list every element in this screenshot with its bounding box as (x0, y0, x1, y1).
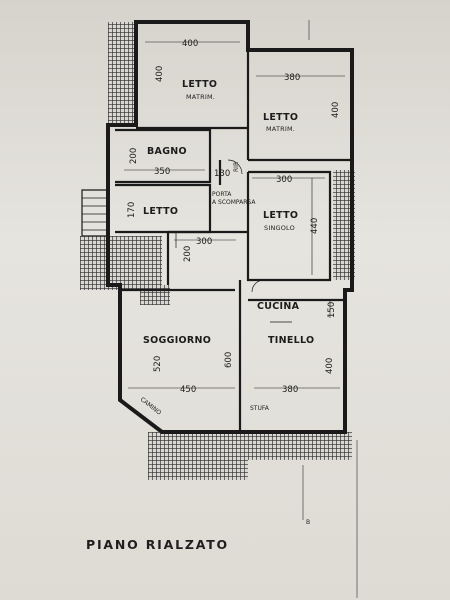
dim-hall-depth: 200 (183, 246, 193, 262)
room-letto-matrimoniale-1-label: LETTO (182, 79, 217, 90)
room-letto-matrimoniale-2-sub: MATRIM. (266, 125, 295, 133)
note-camino: CAMINO (139, 396, 163, 417)
hatched-stair (140, 285, 170, 305)
room-letto-singolo-label: LETTO (263, 210, 298, 221)
dim-letto-2-width: 380 (284, 73, 300, 83)
section-label: B (306, 519, 310, 526)
hatched-terrace-south-east (248, 432, 352, 460)
dim-soggiorno-depth: 520 (153, 356, 163, 372)
dim-hall-width: 300 (196, 237, 212, 247)
dim-cucina-depth: 150 (327, 302, 337, 318)
note-porta-line2: A SCOMPARSA (212, 199, 256, 206)
room-letto-label: LETTO (143, 206, 178, 217)
dim-tinello-depth: 400 (325, 358, 335, 374)
dim-letto-1-width: 400 (182, 39, 198, 49)
room-letto-matrimoniale-1-sub: MATRIM. (186, 93, 215, 101)
hatched-block-east (333, 170, 355, 280)
exterior-walls (106, 20, 354, 434)
room-letto-matrimoniale-2-label: LETTO (263, 112, 298, 123)
hatched-block-north-west (108, 22, 136, 125)
dim-soggiorno-width: 450 (180, 385, 196, 395)
floor-title: PIANO RIALZATO (86, 537, 229, 552)
note-stufa: STUFA (250, 405, 270, 412)
room-letto-singolo-sub: SINGOLO (264, 224, 295, 232)
entrance-stair (81, 189, 109, 237)
dim-letto-depth: 170 (127, 202, 137, 218)
hatched-block-west (80, 236, 162, 290)
dim-letto-1-depth: 400 (155, 66, 165, 82)
dim-letto-2-depth: 400 (331, 102, 341, 118)
interior-walls (115, 50, 352, 432)
room-tinello-label: TINELLO (268, 335, 314, 346)
room-bagno-label: BAGNO (147, 146, 187, 157)
dim-singolo-width: 300 (276, 175, 292, 185)
dim-corridor-130: 130 (214, 169, 230, 179)
dim-bagno-width: 350 (154, 167, 170, 177)
room-cucina-label: CUCINA (257, 301, 300, 312)
dim-tinello-width: 380 (282, 385, 298, 395)
note-porta-line1: PORTA (212, 191, 232, 198)
hatched-terrace-south (148, 432, 248, 480)
dimension-lines (124, 41, 345, 389)
dim-soggiorno-height: 600 (224, 352, 234, 368)
note-rip: RIP. (233, 161, 240, 172)
dim-singolo-depth: 440 (310, 218, 320, 234)
dim-bagno-depth: 200 (129, 148, 139, 164)
room-soggiorno-label: SOGGIORNO (143, 335, 211, 346)
